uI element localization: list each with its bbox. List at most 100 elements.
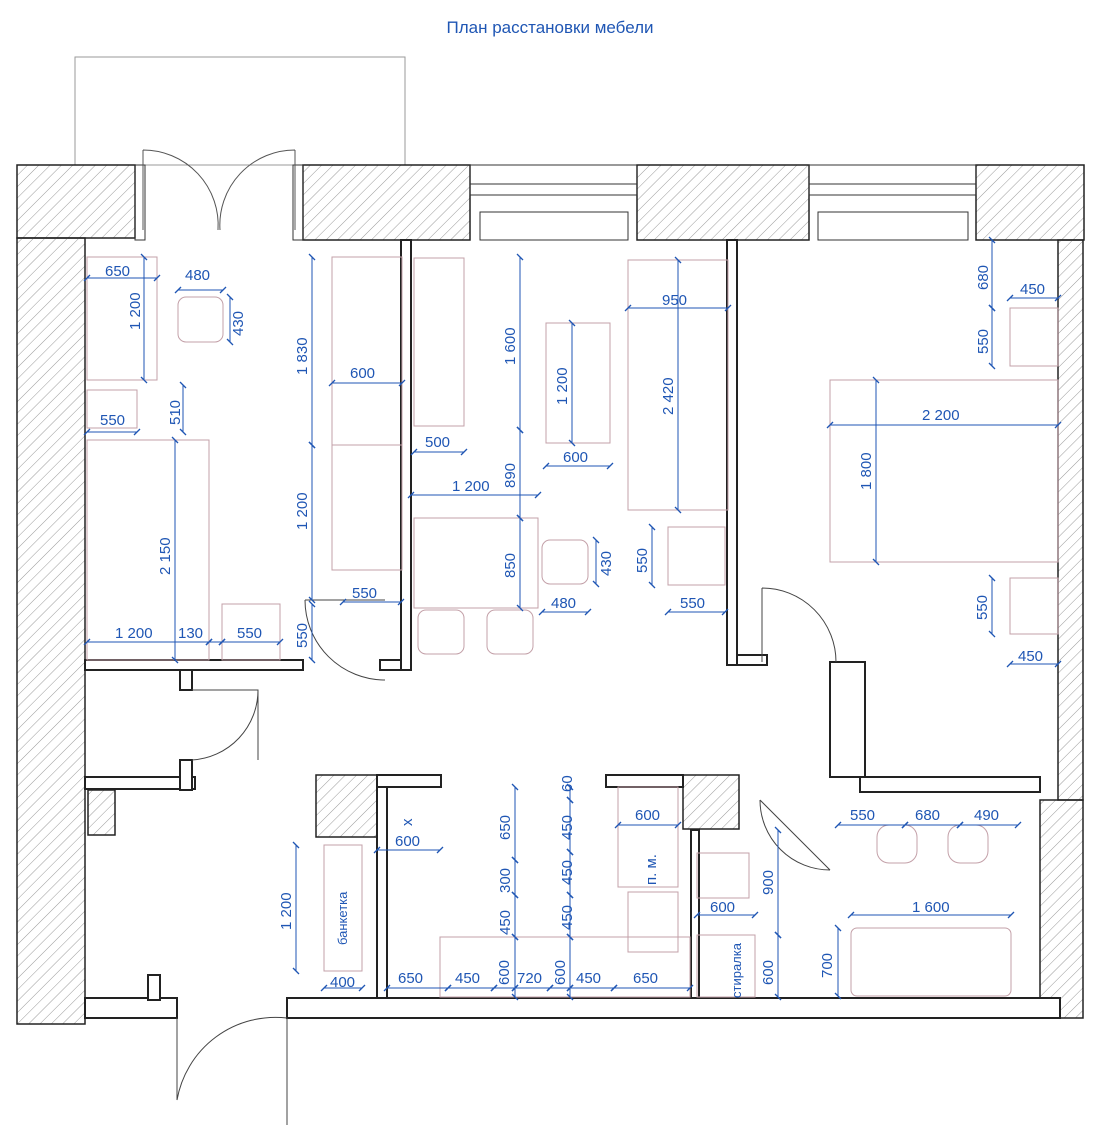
dim-400: 400 [330,974,355,991]
balcony-doors [142,149,296,231]
dim-500: 500 [425,434,450,451]
dim-1600-bath: 1 600 [912,899,950,916]
dining-chair-3 [486,609,534,655]
dim-450-k1: 450 [455,970,480,987]
dim-450-k6: 450 [559,905,576,930]
dining-table [413,517,539,609]
dim-2150-bed: 2 150 [157,537,174,575]
dim-680: 680 [975,265,992,290]
dim-600-k2: 600 [552,960,569,985]
dim-450-ns: 450 [1018,648,1043,665]
dim-550-door: 550 [352,585,377,602]
wardrobe-2 [331,444,403,571]
dim-490: 490 [974,807,999,824]
room-labels: банкетка стиралка п. м. х [335,818,744,998]
dim-1200-hall: 1 200 [278,892,295,930]
dim-600-x: 600 [395,833,420,850]
dim-450-k2: 450 [497,910,514,935]
dim-650-k2: 650 [633,970,658,987]
toilet-1 [876,824,918,864]
dim-600-sink: 600 [710,899,735,916]
bed-single [86,439,210,661]
dim-510: 510 [167,400,184,425]
dim-650-desk: 650 [105,263,130,280]
x-label: х [399,818,416,826]
dim-680-b: 680 [915,807,940,824]
dim-60: 60 [559,775,576,792]
dim-1200-desk: 1 200 [127,292,144,330]
dim-2420: 2 420 [660,377,677,415]
dim-1600: 1 600 [502,327,519,365]
pm-label: п. м. [643,854,660,885]
dim-480-chair: 480 [185,267,210,284]
bench [323,844,363,972]
desk [86,256,158,381]
ns-right [1009,577,1059,635]
interior-walls [84,239,1061,1019]
dim-950: 950 [662,292,687,309]
dim-430-chair: 430 [230,311,247,336]
dim-2200: 2 200 [922,407,960,424]
dining-chair-2 [417,609,465,655]
dim-720: 720 [517,970,542,987]
dim-600-table: 600 [563,449,588,466]
dim-550-ottoman-h: 550 [680,595,705,612]
dim-130: 130 [178,625,203,642]
dim-550-vert: 550 [294,623,311,648]
dim-550-ottoman-v: 550 [634,548,651,573]
dimension-lines [83,236,1062,1001]
dim-1200-dining: 1 200 [452,478,490,495]
dim-600-wardrobe: 600 [350,365,375,382]
dim-900: 900 [760,870,777,895]
sink-cab [627,891,679,953]
dim-850: 850 [502,553,519,578]
washbasin [696,852,750,899]
dim-450-k5: 450 [559,860,576,885]
ottoman [667,526,726,586]
bathtub [850,927,1012,997]
dim-550-nightstand: 550 [100,412,125,429]
dim-1200-wardrobe: 1 200 [294,492,311,530]
bedside-box [221,603,281,661]
kitchen-counter [439,936,691,998]
dim-650-kv: 650 [497,815,514,840]
balcony [74,56,406,166]
exterior-walls [16,164,1085,1025]
bench-label: банкетка [335,891,350,945]
dim-1830: 1 830 [294,337,311,375]
dim-450-k4: 450 [559,815,576,840]
dim-1200-bed: 1 200 [115,625,153,642]
tbl-right [1009,307,1059,367]
dim-300: 300 [497,868,514,893]
dim-550-b: 550 [850,807,875,824]
washer [696,934,756,998]
chair [177,296,224,343]
furniture [86,256,1059,998]
dim-1800: 1 800 [858,452,875,490]
dim-700: 700 [819,953,836,978]
dim-480-dchair: 480 [551,595,576,612]
dimension-texts: 650 480 1 200 430 550 510 2 150 1 200 13… [100,263,1045,991]
dim-450-tbl: 450 [1020,281,1045,298]
dim-450-k3: 450 [576,970,601,987]
toilet-2 [947,824,989,864]
fridge [617,786,679,888]
plan-title: План расстановки мебели [446,18,654,37]
dim-550-bedside: 550 [237,625,262,642]
dining-chair [541,539,589,585]
wardrobe [331,256,403,446]
dim-550-ns: 550 [974,595,991,620]
dim-600-k1: 600 [496,960,513,985]
dim-650-k1: 650 [398,970,423,987]
dim-600-wm: 600 [760,960,777,985]
dim-600-fridge: 600 [635,807,660,824]
windows [134,164,977,241]
dim-550-tbl: 550 [975,329,992,354]
dim-1200-table: 1 200 [554,367,571,405]
washer-label: стиралка [729,942,744,998]
nightstand-left [86,389,138,429]
dim-430-dchair: 430 [598,551,615,576]
dim-890: 890 [502,463,519,488]
